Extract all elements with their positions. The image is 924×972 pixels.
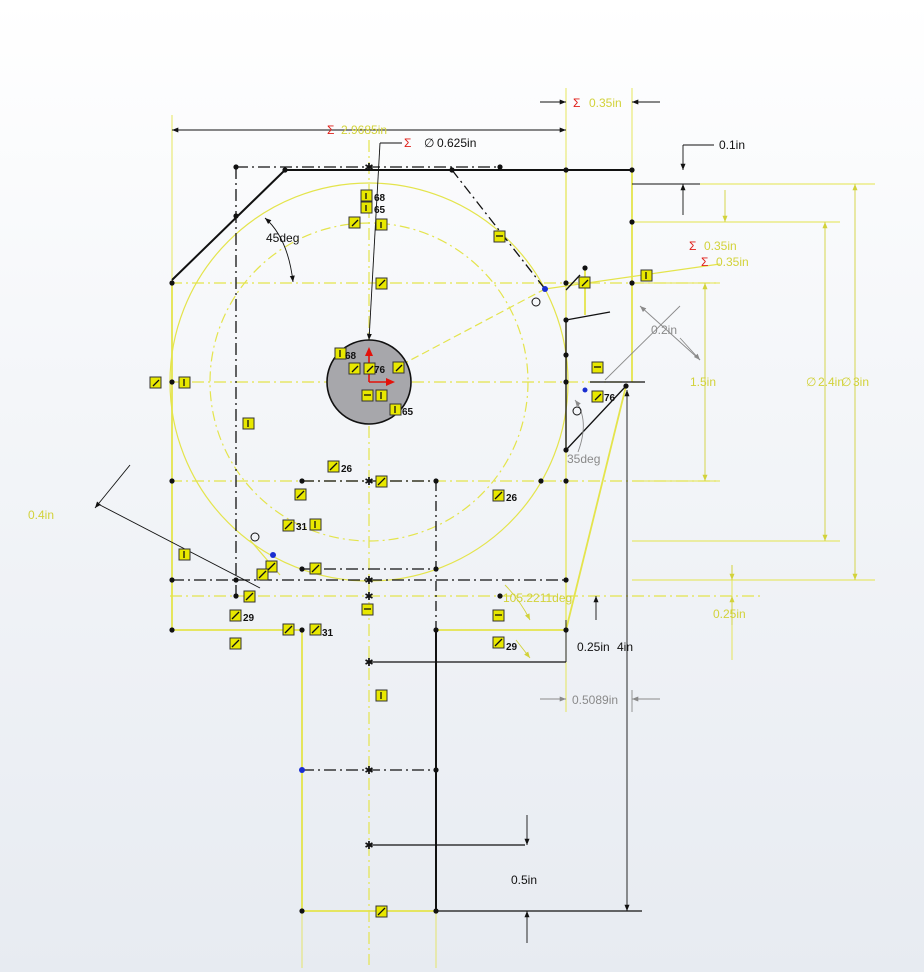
svg-text:68: 68: [374, 193, 386, 204]
dim-chamfer-offset: 0.35in: [589, 96, 622, 110]
svg-text:✱: ✱: [364, 591, 373, 603]
dim-height-mid: 1.5in: [690, 375, 716, 389]
svg-text:✱: ✱: [364, 476, 373, 488]
svg-text:76: 76: [374, 365, 386, 376]
svg-text:76: 76: [604, 393, 616, 404]
svg-text:29: 29: [506, 642, 518, 653]
sketch-points[interactable]: [169, 164, 635, 914]
sigma-icon: Σ: [404, 136, 411, 150]
diameter-icon: ∅: [424, 136, 434, 150]
relation-numbers: 68 65 68 76 65 76 26 26 31 31 29 29: [243, 193, 616, 653]
dim-dia-outer: 3in: [853, 375, 869, 389]
svg-text:✱: ✱: [364, 575, 373, 587]
dim-angle-35: 35deg: [567, 452, 600, 466]
svg-text:✱: ✱: [364, 840, 373, 852]
dim-top-gap: 0.1in: [719, 138, 745, 152]
center-markers: ✱ ✱ ✱ ✱ ✱ ✱ ✱: [364, 162, 373, 852]
dim-hole-dia: 0.625in: [437, 136, 476, 150]
diameter-icon: ∅: [806, 375, 816, 389]
sketch-geometry[interactable]: [99, 166, 645, 912]
svg-text:31: 31: [322, 628, 334, 639]
dim-width-04: 0.4in: [28, 508, 54, 522]
dim-height-025-right: 0.25in: [713, 607, 746, 621]
dimension-lines-yellow: [504, 184, 858, 659]
dimension-texts[interactable]: Σ 2.9685in Σ ∅ 0.625in Σ 0.35in 0.1in 45…: [28, 96, 869, 887]
dim-slot-gap: 0.2in: [651, 323, 677, 337]
svg-text:✱: ✱: [364, 657, 373, 669]
sigma-icon: Σ: [327, 123, 334, 137]
dim-angle-105: 105.2211deg: [503, 591, 572, 605]
dimension-lines: [94, 99, 714, 943]
dimension-lines-grey: [540, 305, 701, 712]
relation-icons[interactable]: [149, 189, 653, 918]
hole-0-625[interactable]: [326, 339, 412, 425]
diameter-icon: ∅: [841, 375, 851, 389]
svg-text:26: 26: [506, 493, 518, 504]
svg-text:31: 31: [296, 522, 308, 533]
svg-text:✱: ✱: [364, 162, 373, 174]
svg-text:26: 26: [341, 464, 353, 475]
dim-width-05089: 0.5089in: [572, 693, 618, 707]
sigma-icon: Σ: [573, 96, 580, 110]
dim-height-4: 4in: [617, 640, 633, 654]
svg-text:✱: ✱: [364, 765, 373, 777]
sigma-icon: Σ: [701, 255, 708, 269]
dim-side-offset-b: 0.35in: [716, 255, 749, 269]
svg-text:65: 65: [402, 407, 414, 418]
dim-width-top: 2.9685in: [341, 123, 387, 137]
dim-side-offset-a: 0.35in: [704, 239, 737, 253]
dim-height-025: 0.25in: [577, 640, 610, 654]
dim-dia-inner: 2.4in: [818, 375, 844, 389]
svg-text:68: 68: [345, 351, 357, 362]
construction-geometry: [169, 88, 875, 968]
svg-text:29: 29: [243, 613, 255, 624]
dim-stem-05: 0.5in: [511, 873, 537, 887]
sigma-icon: Σ: [689, 239, 696, 253]
svg-text:65: 65: [374, 205, 386, 216]
dim-chamfer-angle: 45deg: [266, 231, 299, 245]
